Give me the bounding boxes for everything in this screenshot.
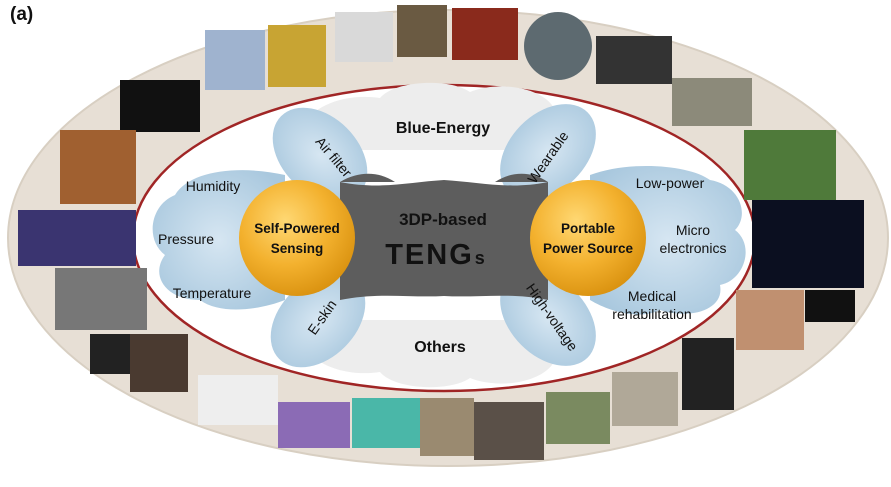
top-label: Blue-Energy	[396, 120, 490, 137]
photo-hand-device	[420, 398, 474, 456]
right-hub	[530, 180, 646, 296]
left-hub-line2: Sensing	[271, 241, 324, 256]
photo-wires	[198, 375, 278, 425]
photo-frame	[397, 5, 447, 57]
photo-led-panel	[752, 200, 864, 288]
item-medical-line2: rehabilitation	[612, 306, 691, 322]
center-shape	[340, 180, 548, 300]
photo-teal-glove	[352, 398, 420, 448]
photo-bicycle	[546, 392, 610, 444]
right-hub-line2: Power Source	[543, 241, 634, 256]
photo-purple-arm	[278, 402, 350, 448]
photo-phone	[682, 338, 734, 410]
item-humidity: Humidity	[186, 178, 240, 194]
center-line2: TENGs	[385, 239, 487, 271]
photo-hand-wrist	[736, 290, 804, 350]
photo-sneaker	[744, 130, 836, 200]
center-line2-suffix: s	[475, 248, 487, 268]
center-line1: 3DP-based	[399, 210, 487, 229]
photo-glove	[205, 30, 265, 90]
photo-mars-screen	[805, 290, 855, 322]
left-hub	[239, 180, 355, 296]
photo-device-box	[612, 372, 678, 426]
petal-air-filter	[272, 107, 368, 203]
photo-spring	[130, 334, 188, 392]
photo-cylinder	[268, 25, 326, 87]
left-hub-line1: Self-Powered	[254, 221, 340, 236]
photo-watch	[596, 36, 672, 84]
bottom-label: Others	[414, 339, 466, 356]
photo-shoe	[672, 78, 752, 126]
center-line2-main: TENG	[385, 239, 474, 271]
photo-circuit	[60, 130, 136, 204]
center-shape-top	[340, 173, 548, 182]
photo-figure	[474, 402, 544, 460]
photo-lattice	[55, 268, 147, 330]
photo-fabric	[18, 210, 136, 266]
photo-fan	[335, 12, 393, 62]
panel-label: (a)	[10, 4, 34, 25]
photo-cable	[90, 334, 130, 374]
item-micro-line1: Micro	[676, 222, 710, 238]
photo-leds-left	[120, 80, 200, 132]
item-temperature: Temperature	[173, 285, 252, 301]
photo-disk	[524, 12, 592, 80]
item-pressure: Pressure	[158, 231, 214, 247]
right-hub-line1: Portable	[561, 221, 616, 236]
photo-led-strip	[452, 8, 518, 60]
photo-thumbnails	[18, 5, 864, 460]
item-low-power: Low-power	[636, 175, 705, 191]
item-micro-line2: electronics	[660, 240, 727, 256]
item-medical-line1: Medical	[628, 288, 676, 304]
